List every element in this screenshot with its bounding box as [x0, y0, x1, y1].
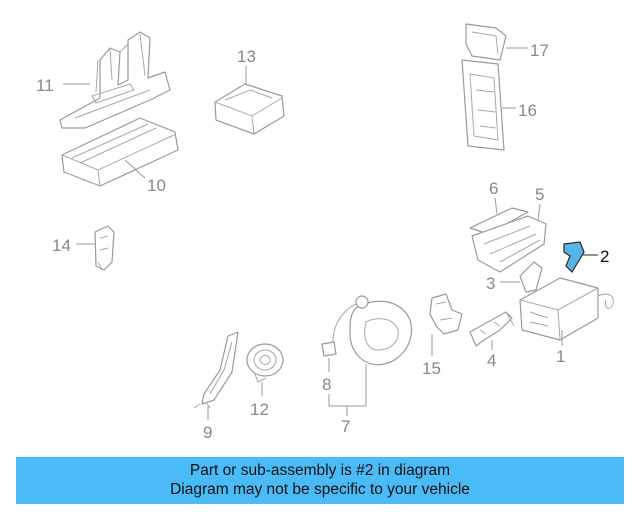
part-13-control-module: 13 — [214, 47, 285, 135]
callout-8: 8 — [322, 375, 331, 394]
callout-16: 16 — [518, 101, 537, 120]
callout-9: 9 — [203, 423, 212, 442]
callout-4: 4 — [487, 351, 496, 370]
part-7-driver-airbag: 8 7 — [321, 295, 413, 436]
callout-6: 6 — [489, 179, 498, 198]
callout-10: 10 — [147, 176, 166, 195]
callout-1: 1 — [556, 347, 565, 366]
part-2-highlighted-bracket: 2 — [563, 241, 609, 273]
callout-15: 15 — [422, 359, 441, 378]
part-5-housing: 5 — [471, 185, 547, 273]
callout-2: 2 — [600, 247, 609, 266]
callout-14: 14 — [52, 236, 71, 255]
callout-17: 17 — [530, 41, 549, 60]
part-1-airbag-module: 1 — [519, 277, 614, 366]
callout-3: 3 — [486, 274, 495, 293]
callout-13: 13 — [237, 47, 256, 66]
part-4-bracket: 4 — [469, 311, 515, 370]
parts-diagram: 11 10 13 14 17 16 6 5 — [36, 23, 614, 442]
info-banner: Part or sub-assembly is #2 in diagram Di… — [16, 457, 624, 504]
part-9-pillar-airbag: 9 — [193, 331, 239, 442]
part-10-airbag-module: 10 — [61, 117, 179, 195]
callout-7: 7 — [341, 417, 350, 436]
part-14-sensor: 14 — [52, 225, 115, 271]
part-15-sensor: 15 — [422, 293, 463, 378]
part-3-bracket: 3 — [486, 261, 543, 293]
banner-line-2: Diagram may not be specific to your vehi… — [170, 481, 470, 498]
callout-12: 12 — [250, 400, 269, 419]
banner-line-1: Part or sub-assembly is #2 in diagram — [189, 462, 451, 479]
callout-5: 5 — [535, 185, 544, 204]
part-17-cap: 17 — [465, 23, 549, 61]
part-12-clock-spring: 12 — [246, 343, 284, 419]
part-11-bracket: 11 — [36, 31, 171, 129]
part-16-curtain-airbag: 16 — [461, 59, 537, 151]
callout-11: 11 — [36, 76, 54, 95]
